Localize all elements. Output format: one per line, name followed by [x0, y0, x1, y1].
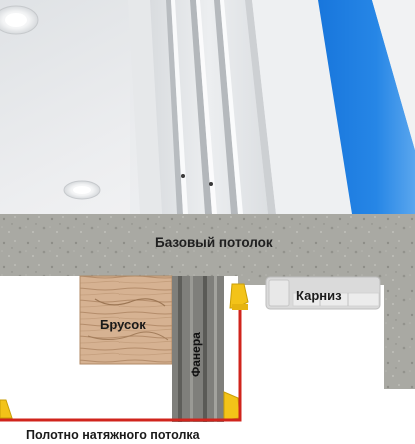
installation-diagram: Базовый потолок Карниз Брусок Фанера Пол… — [0, 214, 415, 444]
right-wall-concrete — [384, 269, 415, 389]
beam-label: Брусок — [100, 317, 146, 332]
timber-beam — [79, 275, 173, 365]
membrane-label: Полотно натяжного потолка — [26, 428, 200, 442]
stretch-ceiling-membrane-line — [0, 310, 242, 422]
ceiling-photo — [0, 0, 415, 214]
membrane-profile-bottom — [223, 391, 241, 421]
installation-diagram-drawing — [0, 214, 415, 422]
plywood-label: Фанера — [189, 331, 203, 377]
base-ceiling-slab — [0, 214, 415, 276]
membrane-profile-top — [229, 283, 249, 310]
base-ceiling-label: Базовый потолок — [155, 235, 273, 250]
cornice-label: Карниз — [296, 288, 342, 303]
ceiling-photo-image — [0, 0, 415, 214]
left-profile-bracket — [0, 399, 13, 419]
